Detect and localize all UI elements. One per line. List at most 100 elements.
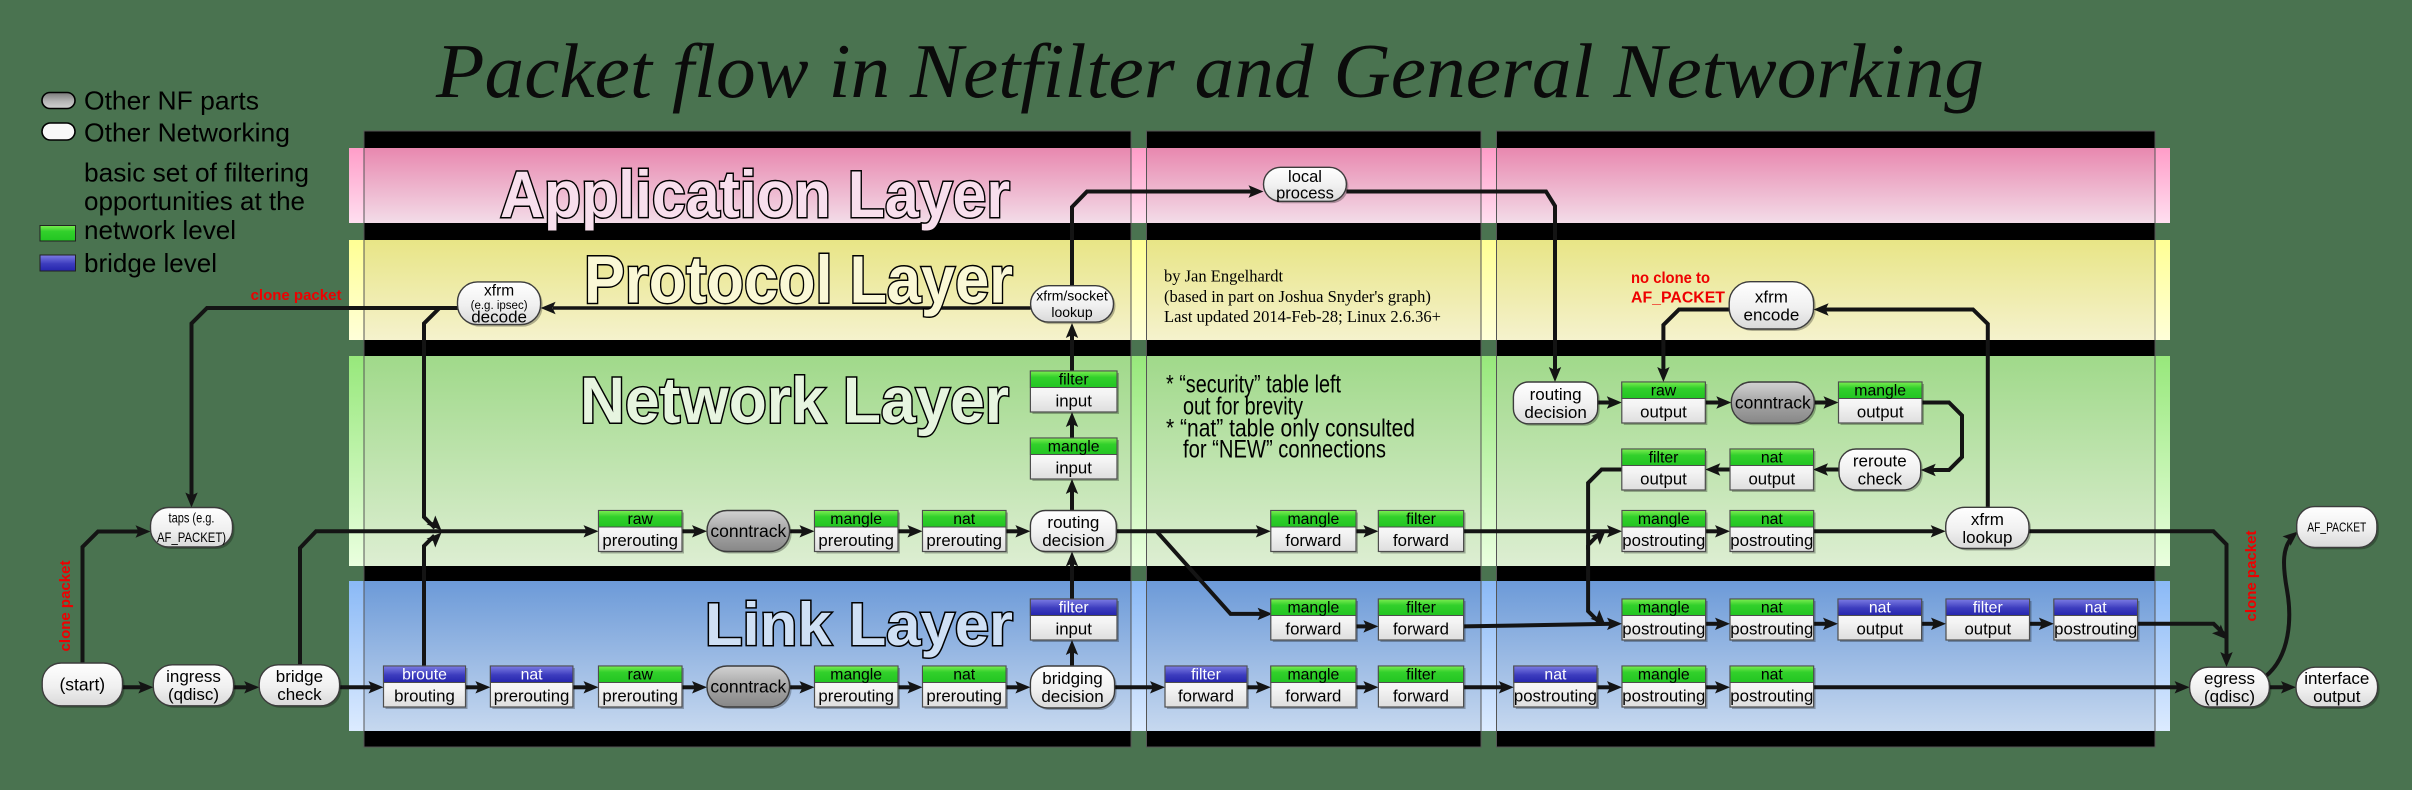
svg-text:check: check bbox=[277, 685, 322, 704]
svg-text:filter: filter bbox=[1406, 511, 1436, 528]
svg-text:nat: nat bbox=[953, 667, 976, 684]
svg-text:postrouting: postrouting bbox=[1622, 686, 1705, 705]
svg-text:encode: encode bbox=[1744, 305, 1800, 324]
svg-text:filter: filter bbox=[1059, 600, 1089, 617]
svg-text:forward: forward bbox=[1285, 619, 1341, 638]
svg-text:raw: raw bbox=[1651, 383, 1677, 400]
svg-text:check: check bbox=[1858, 469, 1903, 488]
svg-text:nat: nat bbox=[1761, 667, 1784, 684]
svg-text:forward: forward bbox=[1178, 686, 1234, 705]
svg-text:AF_PACKET): AF_PACKET) bbox=[157, 529, 226, 545]
svg-text:postrouting: postrouting bbox=[1730, 619, 1813, 638]
svg-text:ingress: ingress bbox=[166, 667, 221, 686]
svg-text:mangle: mangle bbox=[830, 667, 882, 684]
svg-text:nat: nat bbox=[1544, 667, 1567, 684]
svg-text:mangle: mangle bbox=[1287, 600, 1339, 617]
svg-text:bridge: bridge bbox=[276, 667, 323, 686]
svg-text:postrouting: postrouting bbox=[1514, 686, 1597, 705]
svg-text:forward: forward bbox=[1393, 686, 1449, 705]
svg-text:output: output bbox=[1640, 469, 1687, 488]
svg-text:egress: egress bbox=[2204, 669, 2255, 688]
svg-text:interface: interface bbox=[2304, 669, 2369, 688]
svg-text:input: input bbox=[1056, 619, 1093, 638]
svg-text:filter: filter bbox=[1649, 450, 1679, 467]
svg-text:lookup: lookup bbox=[1962, 528, 2012, 547]
svg-text:clone packet: clone packet bbox=[57, 561, 74, 652]
svg-text:forward: forward bbox=[1393, 619, 1449, 638]
svg-text:(e.g. ipsec): (e.g. ipsec) bbox=[471, 300, 528, 312]
svg-text:Application Layer: Application Layer bbox=[500, 158, 1010, 231]
svg-text:forward: forward bbox=[1285, 686, 1341, 705]
svg-text:Packet flow in Netfilter and G: Packet flow in Netfilter and General Net… bbox=[435, 28, 1984, 114]
svg-text:mangle: mangle bbox=[1638, 667, 1690, 684]
svg-text:conntrack: conntrack bbox=[710, 521, 786, 541]
svg-text:clone packet: clone packet bbox=[251, 287, 342, 304]
svg-text:nat: nat bbox=[953, 511, 976, 528]
svg-text:Other Networking: Other Networking bbox=[84, 118, 290, 148]
svg-text:prerouting: prerouting bbox=[602, 686, 678, 705]
svg-text:prerouting: prerouting bbox=[818, 686, 894, 705]
svg-text:xfrm: xfrm bbox=[484, 282, 514, 299]
svg-text:nat: nat bbox=[1761, 450, 1784, 467]
svg-text:prerouting: prerouting bbox=[494, 686, 570, 705]
svg-text:decode: decode bbox=[471, 308, 527, 327]
svg-text:input: input bbox=[1056, 391, 1093, 410]
svg-text:mangle: mangle bbox=[1638, 600, 1690, 617]
svg-text:clone packet: clone packet bbox=[2243, 531, 2260, 622]
svg-text:opportunities at the: opportunities at the bbox=[84, 186, 305, 216]
svg-text:nat: nat bbox=[1869, 600, 1892, 617]
svg-text:raw: raw bbox=[627, 667, 653, 684]
svg-text:prerouting: prerouting bbox=[818, 531, 894, 550]
svg-text:output: output bbox=[1964, 619, 2011, 638]
svg-text:Last updated 2014-Feb-28; Linu: Last updated 2014-Feb-28; Linux 2.6.36+ bbox=[1164, 307, 1441, 326]
svg-text:conntrack: conntrack bbox=[1735, 393, 1811, 413]
svg-text:Other NF parts: Other NF parts bbox=[84, 86, 259, 116]
svg-text:Protocol Layer: Protocol Layer bbox=[584, 243, 1013, 318]
svg-text:* “security” table left: * “security” table left bbox=[1166, 371, 1341, 399]
svg-text:mangle: mangle bbox=[1854, 383, 1906, 400]
svg-text:routing: routing bbox=[1530, 385, 1582, 404]
svg-text:filter: filter bbox=[1191, 667, 1221, 684]
svg-text:xfrm: xfrm bbox=[1755, 287, 1788, 306]
svg-text:routing: routing bbox=[1047, 513, 1099, 532]
svg-text:forward: forward bbox=[1393, 531, 1449, 550]
svg-text:nat: nat bbox=[2085, 600, 2108, 617]
svg-text:postrouting: postrouting bbox=[1622, 619, 1705, 638]
svg-text:output: output bbox=[1748, 469, 1795, 488]
svg-text:mangle: mangle bbox=[1638, 511, 1690, 528]
svg-text:postrouting: postrouting bbox=[2054, 619, 2137, 638]
svg-text:process: process bbox=[1276, 184, 1334, 202]
svg-text:(qdisc): (qdisc) bbox=[2204, 687, 2255, 706]
svg-text:reroute: reroute bbox=[1853, 451, 1907, 470]
svg-text:decision: decision bbox=[1041, 687, 1103, 706]
svg-text:nat: nat bbox=[1761, 511, 1784, 528]
svg-text:xfrm/socket: xfrm/socket bbox=[1036, 288, 1108, 304]
svg-text:forward: forward bbox=[1285, 531, 1341, 550]
svg-text:mangle: mangle bbox=[1048, 439, 1100, 456]
svg-text:nat: nat bbox=[1761, 600, 1784, 617]
svg-text:broute: broute bbox=[402, 667, 447, 684]
svg-text:bridge level: bridge level bbox=[84, 248, 217, 278]
svg-text:for “NEW” connections: for “NEW” connections bbox=[1183, 436, 1386, 464]
svg-text:out for brevity: out for brevity bbox=[1183, 393, 1303, 421]
svg-text:filter: filter bbox=[1406, 667, 1436, 684]
svg-text:nat: nat bbox=[521, 667, 544, 684]
svg-text:decision: decision bbox=[1524, 403, 1586, 422]
svg-text:lookup: lookup bbox=[1051, 304, 1092, 320]
svg-text:postrouting: postrouting bbox=[1622, 531, 1705, 550]
svg-text:output: output bbox=[1856, 619, 1903, 638]
svg-text:Link Layer: Link Layer bbox=[705, 590, 1013, 658]
svg-text:taps (e.g.: taps (e.g. bbox=[169, 509, 215, 525]
svg-text:xfrm: xfrm bbox=[1971, 510, 2004, 529]
svg-text:postrouting: postrouting bbox=[1730, 531, 1813, 550]
svg-text:raw: raw bbox=[627, 511, 653, 528]
svg-text:mangle: mangle bbox=[1287, 511, 1339, 528]
svg-text:mangle: mangle bbox=[1287, 667, 1339, 684]
svg-text:mangle: mangle bbox=[830, 511, 882, 528]
svg-text:prerouting: prerouting bbox=[926, 531, 1002, 550]
svg-text:no clone to: no clone to bbox=[1631, 270, 1710, 287]
svg-text:bridging: bridging bbox=[1042, 669, 1103, 688]
svg-text:network level: network level bbox=[84, 215, 236, 245]
svg-text:Network Layer: Network Layer bbox=[580, 365, 1009, 437]
svg-text:filter: filter bbox=[1059, 372, 1089, 389]
